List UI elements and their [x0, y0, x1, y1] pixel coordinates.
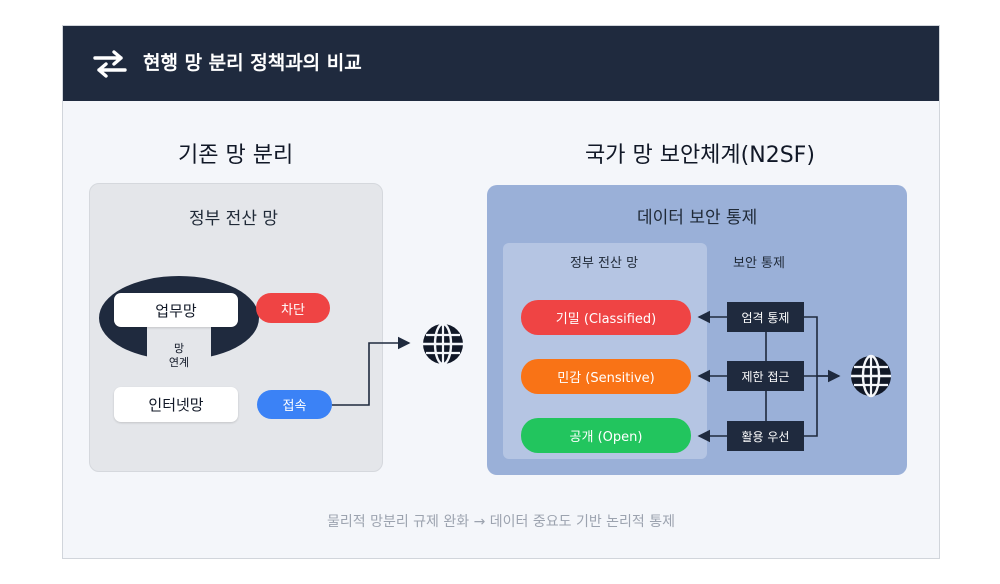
link-label-line-1: 망 — [173, 342, 185, 355]
link-label: 망 연계 — [159, 342, 199, 370]
swap-arrows-icon — [93, 50, 127, 78]
utilization-first-box: 활용 우선 — [727, 421, 804, 451]
footer-caption: 물리적 망분리 규제 완화 → 데이터 중요도 기반 논리적 통제 — [326, 514, 676, 530]
globe-icon — [423, 322, 463, 366]
connector-lines — [332, 310, 891, 443]
header-bar: 현행 망 분리 정책과의 비교 — [63, 26, 939, 101]
classified-level: 기밀 (Classified) — [521, 300, 691, 335]
comparison-frame: 현행 망 분리 정책과의 비교 기존 망 분리 정부 전산 망 망 연계 업무망… — [62, 25, 940, 559]
strict-control-box: 엄격 통제 — [727, 302, 804, 332]
page-title: 현행 망 분리 정책과의 비교 — [143, 52, 362, 74]
restricted-access-box: 제한 접근 — [727, 361, 804, 391]
access-badge: 접속 — [257, 390, 332, 419]
access-connector — [332, 336, 411, 406]
block-badge: 차단 — [256, 293, 330, 323]
n2sf-title: 국가 망 보안체계(N2SF) — [585, 143, 815, 168]
work-network-box: 업무망 — [114, 293, 238, 327]
legacy-title: 기존 망 분리 — [178, 143, 294, 168]
legacy-panel-title: 정부 전산 망 — [189, 209, 279, 229]
n2sf-panel-title: 데이터 보안 통제 — [637, 208, 758, 228]
open-level: 공개 (Open) — [521, 418, 691, 453]
gov-network-title: 정부 전산 망 — [570, 256, 639, 271]
security-control-title: 보안 통제 — [733, 256, 785, 271]
sensitive-level: 민감 (Sensitive) — [521, 359, 691, 394]
link-label-line-2: 연계 — [168, 356, 190, 369]
globe-icon — [851, 354, 891, 398]
internet-network-box: 인터넷망 — [114, 387, 238, 422]
